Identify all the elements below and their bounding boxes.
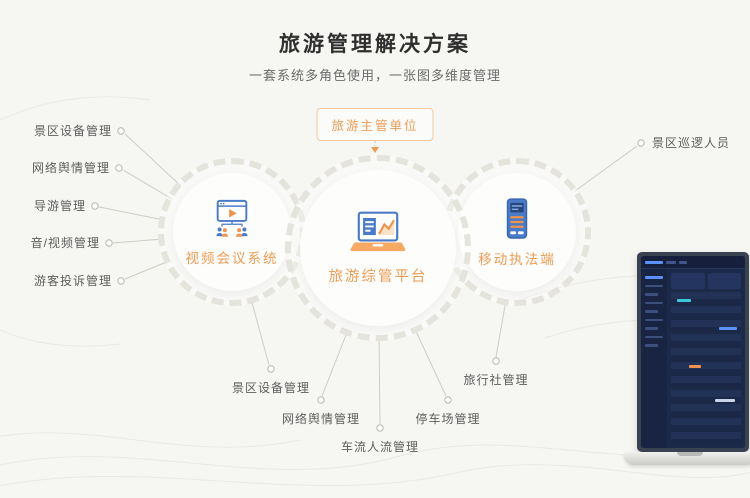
bottom-module-item: 景区设备管理 <box>201 381 341 395</box>
module-label: 导游管理 <box>33 199 86 213</box>
circle-platform-inner: 旅游综管平台 <box>300 170 456 326</box>
module-label: 旅行社管理 <box>463 373 529 387</box>
module-label: 景区巡逻人员 <box>652 136 731 150</box>
dashboard-menu-item <box>645 276 663 279</box>
chart-accent-bar <box>677 299 691 302</box>
handheld-terminal-icon <box>506 197 528 239</box>
left-module-item: 音/视频管理 <box>31 236 100 250</box>
page-subtitle: 一套系统多角色使用，一张图多维度管理 <box>248 68 501 83</box>
authority-label: 旅游主管单位 <box>331 119 419 133</box>
dashboard-header-bar <box>666 260 676 264</box>
module-label: 网络舆情管理 <box>31 161 110 175</box>
left-module-item: 导游管理 <box>34 199 86 213</box>
chart-accent-bar <box>689 365 701 368</box>
left-module-item: 网络舆情管理 <box>32 161 110 175</box>
module-label: 网络舆情管理 <box>281 412 360 426</box>
dashboard-menu-item <box>645 335 663 338</box>
dashboard-sidebar <box>641 269 667 448</box>
dashboard-menu-item <box>645 310 658 313</box>
dashboard-menu-item <box>645 293 658 296</box>
dashboard-content <box>667 269 745 448</box>
chart-accent-bar <box>719 327 737 330</box>
dashboard-header <box>641 256 745 269</box>
bottom-module-item: 网络舆情管理 <box>251 412 391 426</box>
circle-video-system: 视频会议系统 <box>158 158 306 306</box>
dashboard-header-bar <box>679 260 687 264</box>
dashboard-menu-item <box>645 284 663 287</box>
module-label: 停车场管理 <box>415 412 481 426</box>
dashboard-stat-tile <box>671 273 705 289</box>
dashboard-header-bar <box>645 260 663 264</box>
module-label: 游客投诉管理 <box>33 274 112 288</box>
module-label: 音/视频管理 <box>30 236 100 250</box>
circle-video-inner: 视频会议系统 <box>173 173 291 291</box>
bottom-module-item: 停车场管理 <box>378 412 518 426</box>
right-module-item: 景区巡逻人员 <box>652 136 730 150</box>
module-label: 车流人流管理 <box>340 440 419 454</box>
left-module-item: 景区设备管理 <box>34 124 112 138</box>
laptop-chart-icon <box>350 211 406 252</box>
authority-badge: 旅游主管单位 <box>316 108 434 141</box>
dashboard-menu-item <box>645 344 658 347</box>
laptop-screen <box>641 256 745 448</box>
laptop-base <box>624 452 750 465</box>
left-module-item: 游客投诉管理 <box>34 274 112 288</box>
chart-accent-bar <box>715 399 735 402</box>
dashboard-table <box>671 292 741 444</box>
circle-mobile-inner: 移动执法端 <box>458 173 576 291</box>
page-title: 旅游管理解决方案 <box>279 33 471 56</box>
dashboard-menu-item <box>645 327 658 330</box>
dashboard-menu-item <box>645 318 663 321</box>
module-label: 景区设备管理 <box>231 381 310 395</box>
video-system-label: 视频会议系统 <box>185 250 279 266</box>
bottom-module-item: 车流人流管理 <box>310 440 450 454</box>
dashboard-stat-tile <box>707 273 741 289</box>
platform-label: 旅游综管平台 <box>328 269 428 285</box>
mobile-label: 移动执法端 <box>478 251 556 267</box>
bottom-module-item: 旅行社管理 <box>426 373 566 387</box>
circle-platform: 旅游综管平台 <box>285 155 471 341</box>
module-label: 景区设备管理 <box>33 124 112 138</box>
video-conference-icon <box>216 199 248 237</box>
laptop-base-notch <box>677 452 703 456</box>
dashboard-laptop-mockup <box>637 252 749 452</box>
chevron-down-icon <box>371 147 379 153</box>
dashboard-menu-item <box>645 301 663 304</box>
